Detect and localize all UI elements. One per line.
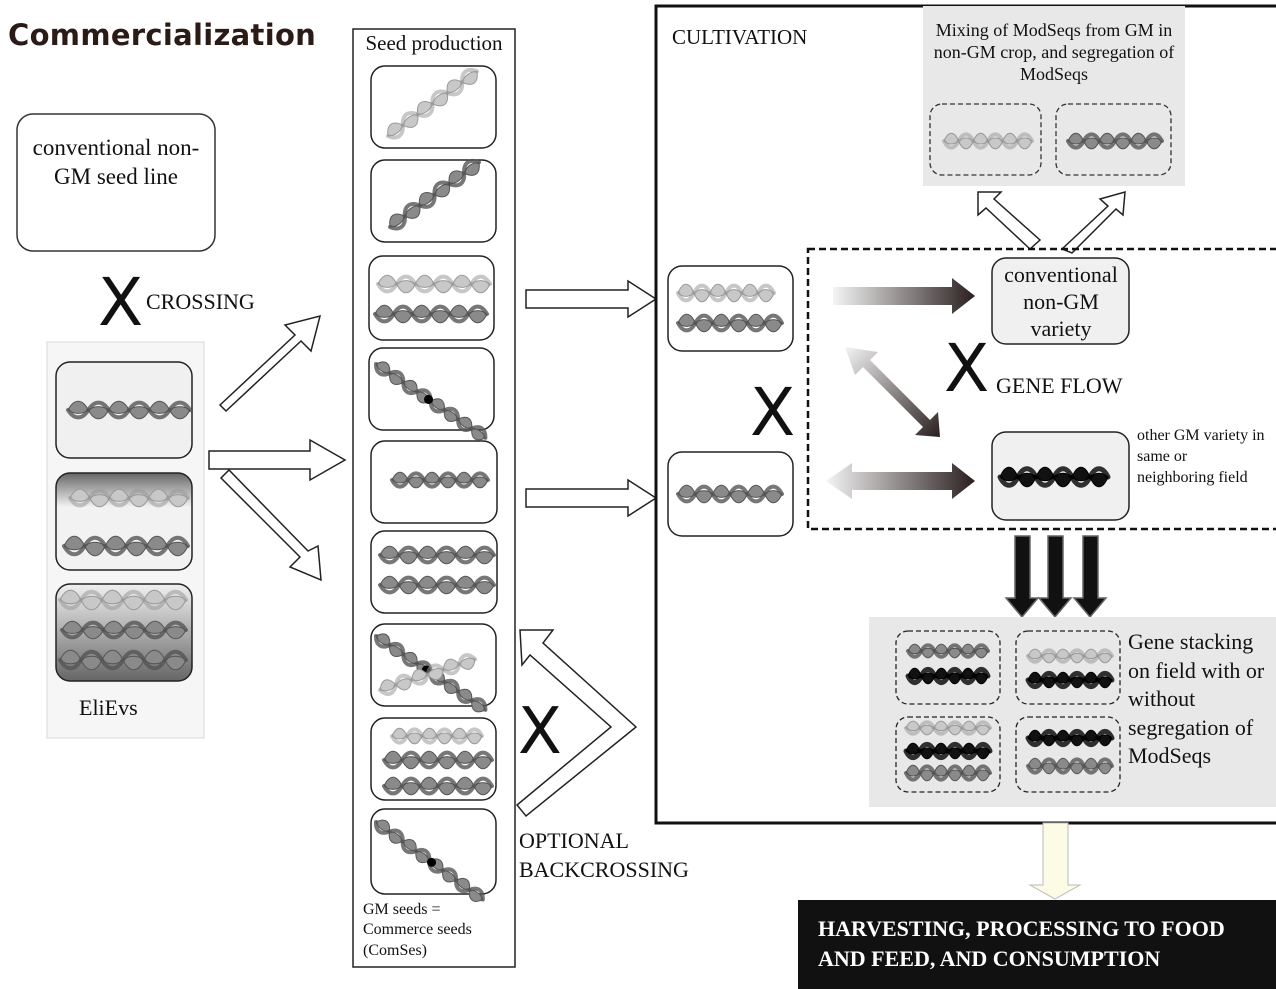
stack-strand-4b <box>1026 757 1114 775</box>
cultivation-x-icon: X <box>750 374 796 451</box>
stack-strand-2b <box>1025 670 1115 690</box>
seed-strand-8a <box>390 727 484 745</box>
seed-strand-8c <box>382 776 494 796</box>
mixing-arrows <box>977 190 1126 254</box>
stack-strand-3a <box>904 720 992 736</box>
seed-production-header: Seed production <box>365 31 503 55</box>
mixing-strand-light <box>942 132 1034 150</box>
backcrossing-label: OPTIONAL BACKCROSSING <box>519 828 689 882</box>
gene-stacking-label: Gene stacking on field with or without s… <box>1128 629 1265 769</box>
crossing-arrows <box>208 314 347 582</box>
stack-strand-2a <box>1026 648 1114 664</box>
seed-strand-4 <box>373 361 488 441</box>
seed-strand-3a <box>376 274 492 294</box>
elievs-strand-2a <box>68 488 190 508</box>
stack-strand-1b <box>905 666 991 686</box>
seed-strand-6a <box>378 545 496 565</box>
elievs-strand-2b <box>62 535 190 557</box>
cultivation-strand-1a <box>676 283 776 303</box>
mixing-text: Mixing of ModSeqs from GM in non-GM crop… <box>933 20 1175 84</box>
gene-flow-label: GENE FLOW <box>996 373 1123 398</box>
mixing-strand-mid <box>1066 132 1164 150</box>
elievs-strand-1 <box>66 400 192 420</box>
other-gm-variety-label: other GM variety in same or neighboring … <box>1137 427 1265 486</box>
seed-strand-1 <box>386 67 479 140</box>
elievs-strand-3b <box>60 620 188 640</box>
backcrossing-arrow <box>515 629 638 818</box>
page-title: Commercialization <box>8 18 317 52</box>
seed-strand-9 <box>373 819 485 902</box>
modification-marker <box>424 394 434 404</box>
crossing-x-icon: X <box>98 264 144 341</box>
elievs-strand-3c <box>58 649 188 671</box>
modification-marker <box>427 857 437 867</box>
elievs-label: EliEvs <box>79 695 138 720</box>
to-cultivation-arrows <box>525 279 658 518</box>
seed-production-footer: GM seeds = Commerce seeds (ComSes) <box>363 901 472 959</box>
seed-strand-7b <box>378 653 478 696</box>
stack-strand-4a <box>1025 728 1115 748</box>
other-gm-strand <box>997 466 1111 488</box>
flow-arrow-top <box>833 278 975 314</box>
seed-strand-2 <box>388 158 481 231</box>
crossing-label: CROSSING <box>146 289 255 314</box>
stack-strand-3c <box>904 764 992 782</box>
elievs-strand-3a <box>58 589 188 611</box>
seed-strand-5 <box>390 471 490 489</box>
conventional-variety-box <box>991 257 1130 345</box>
gene-flow-region <box>806 247 1276 531</box>
stacking-arrows <box>1004 535 1108 619</box>
harvest-arrow <box>1028 822 1082 900</box>
seed-strand-8b <box>382 750 494 770</box>
flow-arrow-diagonal <box>845 347 940 437</box>
cultivation-header: CULTIVATION <box>672 25 808 49</box>
stack-strand-3b <box>903 741 993 761</box>
stack-strand-1a <box>906 643 990 659</box>
cultivation-strand-1b <box>676 313 784 333</box>
gene-flow-x-icon: X <box>944 330 990 407</box>
flow-arrow-bottom <box>826 463 975 499</box>
conventional-variety-label: conventional non-GM variety <box>1004 262 1118 341</box>
backcrossing-x-icon: X <box>518 695 562 769</box>
seed-strand-6b <box>378 575 496 595</box>
conventional-seed-line-box <box>16 113 216 252</box>
cultivation-strand-2 <box>676 484 784 504</box>
harvest-label: HARVESTING, PROCESSING TO FOOD AND FEED,… <box>818 916 1225 971</box>
dna-strands <box>58 67 1164 902</box>
harvest-box <box>798 900 1276 989</box>
conventional-seed-line-label: conventional non-GM seed line <box>32 135 200 189</box>
cultivation-seed-box-1 <box>667 265 794 352</box>
seed-strand-3b <box>373 304 489 324</box>
